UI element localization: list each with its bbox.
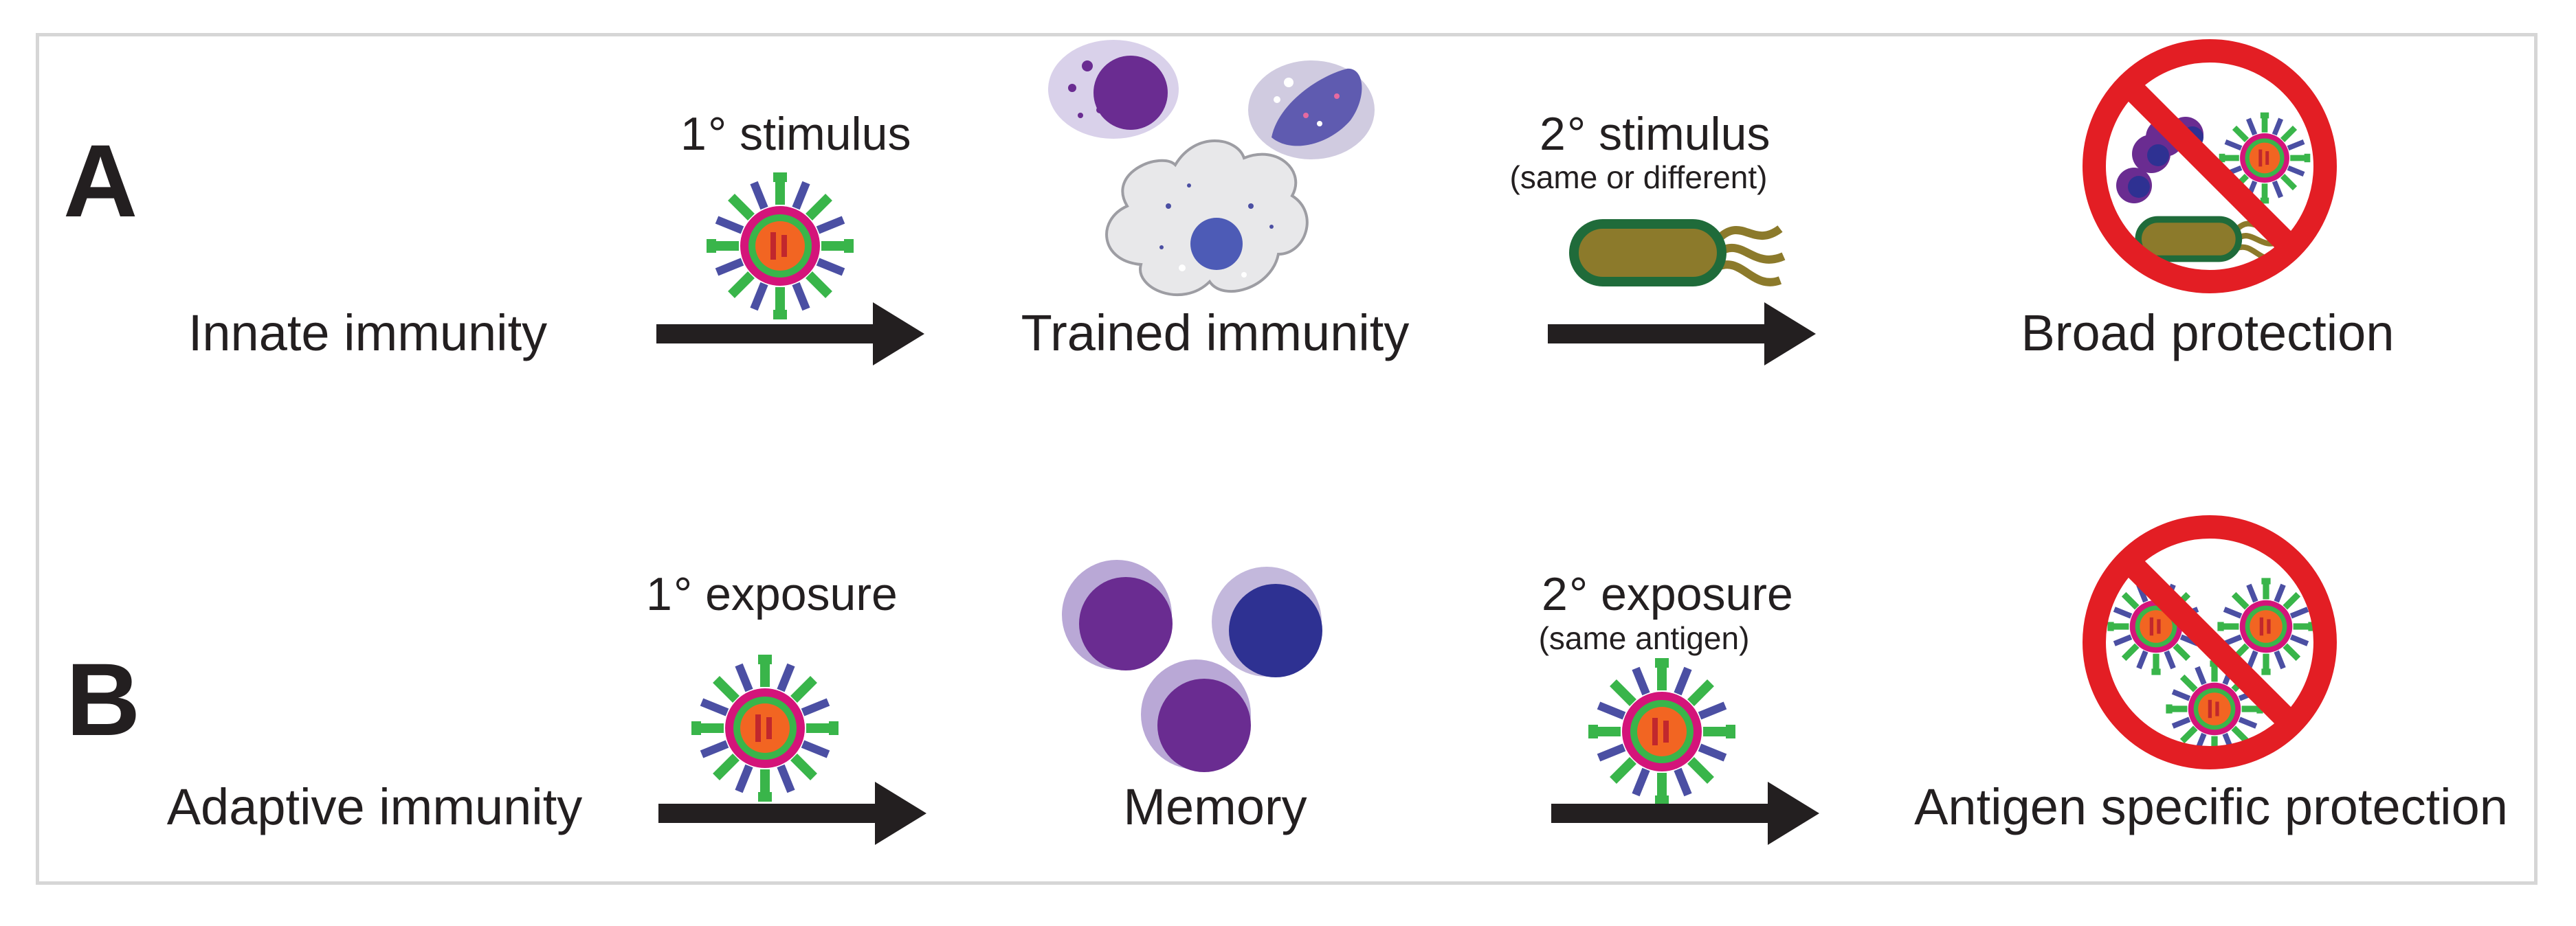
bacterium-icon <box>1574 224 1784 282</box>
monocyte-icon <box>1048 40 1179 139</box>
stage-trained-immunity: Trained immunity <box>1021 304 1410 361</box>
memory-cell-icon <box>1141 659 1251 772</box>
arrow-primary-stimulus <box>656 302 924 365</box>
arrow-secondary-stimulus <box>1548 302 1816 365</box>
neutrophil-icon <box>1248 60 1375 159</box>
virus-icon <box>711 177 849 315</box>
secondary-stimulus-label: ° stimulus <box>1567 108 1770 160</box>
antigen-specific-protection-icon <box>2094 527 2325 758</box>
figure-frame <box>36 33 2538 885</box>
secondary-exposure-number: 2 <box>1542 568 1568 620</box>
arrow-secondary-exposure <box>1551 782 1819 845</box>
stage-adaptive-immunity: Adaptive immunity <box>167 778 583 835</box>
panel-letter-b: B <box>66 642 140 757</box>
primary-stimulus-label: ° stimulus <box>708 108 911 160</box>
memory-cell-icon <box>1212 567 1322 677</box>
primary-exposure-label: ° exposure <box>674 568 898 620</box>
stage-broad-protection: Broad protection <box>2021 304 2394 361</box>
macrophage-icon <box>1105 139 1309 297</box>
stage-innate-immunity: Innate immunity <box>188 304 547 361</box>
primary-stimulus-number: 1 <box>680 108 707 160</box>
secondary-exposure-note: (same antigen) <box>1539 620 1750 656</box>
arrow-primary-exposure <box>658 782 926 845</box>
virus-icon <box>696 659 834 797</box>
virus-icon <box>1593 663 1731 800</box>
stage-antigen-specific-protection: Antigen specific protection <box>1914 778 2508 835</box>
memory-cell-icon <box>1062 560 1173 670</box>
broad-protection-icon <box>2094 51 2325 282</box>
panel-letter-a: A <box>63 123 137 238</box>
stage-memory: Memory <box>1123 778 1307 835</box>
secondary-stimulus-number: 2 <box>1540 108 1566 160</box>
primary-exposure-number: 1 <box>646 568 672 620</box>
secondary-exposure-label: ° exposure <box>1569 568 1793 620</box>
secondary-stimulus-note: (same or different) <box>1510 159 1768 195</box>
